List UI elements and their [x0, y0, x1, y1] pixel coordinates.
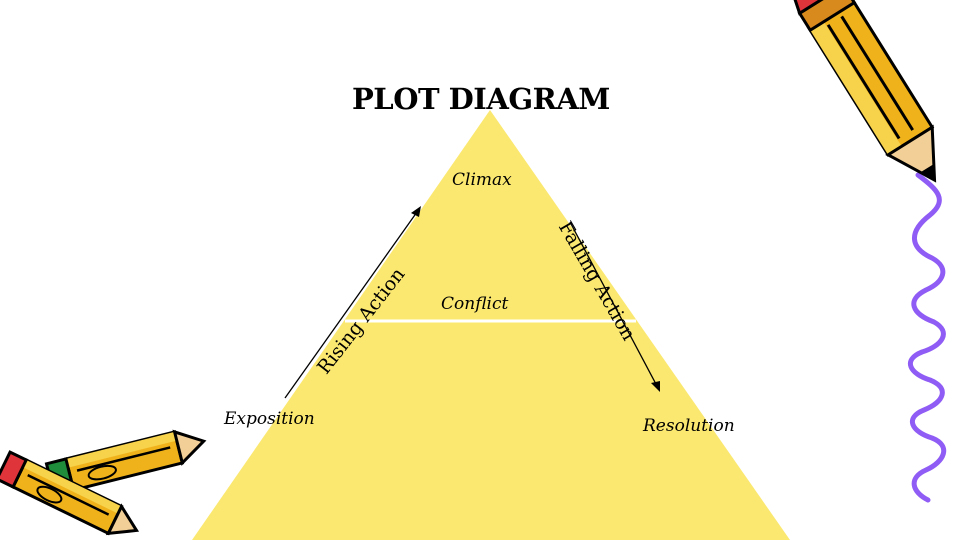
conflict-label: Conflict	[441, 294, 509, 314]
plot-triangle	[192, 110, 790, 540]
falling-arrowhead	[651, 381, 660, 392]
page-title: PLOT DIAGRAM	[352, 82, 610, 116]
exposition-label: Exposition	[224, 409, 315, 429]
pencils-clipart-icon	[0, 429, 207, 536]
falling-action-arrow	[569, 221, 658, 387]
rising-action-arrow	[284, 211, 418, 399]
resolution-label: Resolution	[643, 416, 735, 436]
pencil-clipart-icon	[789, 0, 937, 183]
climax-label: Climax	[452, 170, 512, 190]
rising-arrowhead	[411, 206, 421, 217]
squiggle-line-decoration	[907, 172, 947, 503]
